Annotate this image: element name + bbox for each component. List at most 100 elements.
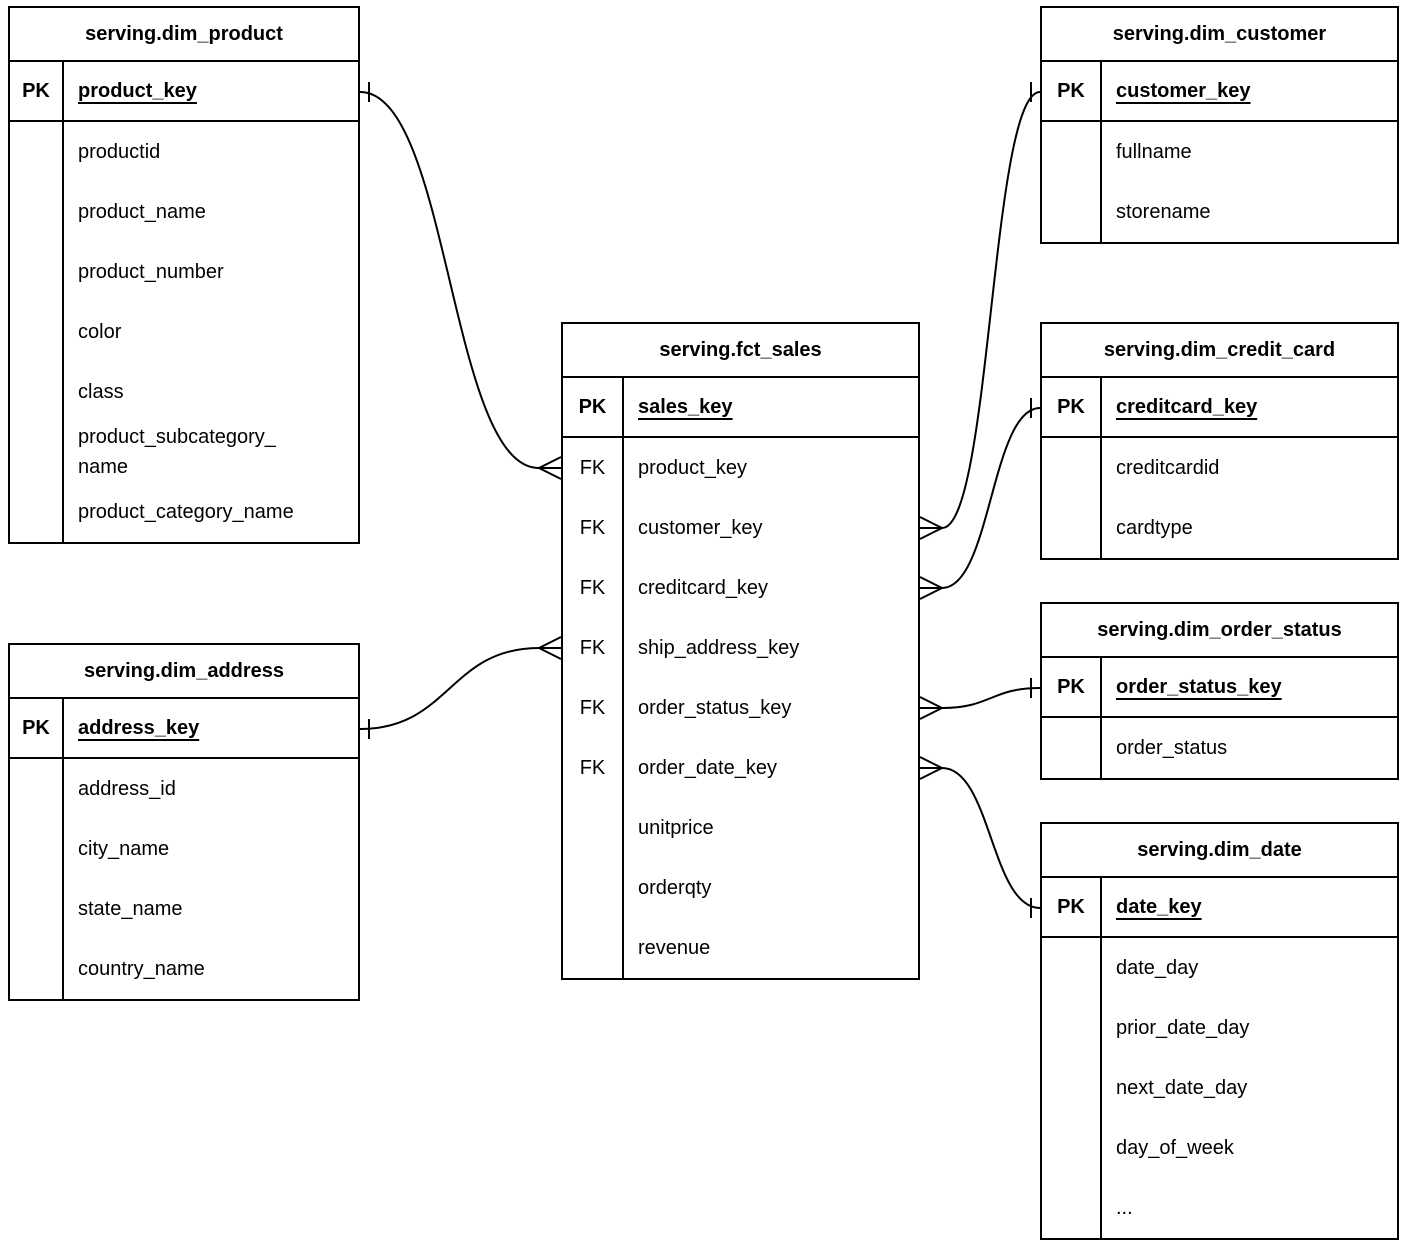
field-name: unitprice	[638, 817, 714, 839]
field-row: product_subcategory_ name	[10, 422, 358, 482]
field-name: order_status	[1116, 737, 1228, 759]
key-cell-empty	[1042, 438, 1102, 498]
field-name: city_name	[78, 838, 170, 860]
many-cardinality-marker-order_date_key	[919, 756, 943, 780]
primary-key-row: PK address_key	[10, 699, 358, 759]
pk-field-name: customer_key	[1116, 80, 1251, 102]
field-name: date_day	[1116, 957, 1199, 979]
field-row: city_name	[10, 819, 358, 879]
many-cardinality-marker-order_status_key	[919, 696, 943, 720]
field-row: class	[10, 362, 358, 422]
pk-field-name: order_status_key	[1116, 676, 1282, 698]
many-cardinality-marker-customer_key	[919, 516, 943, 540]
fk-label: FK	[563, 618, 624, 678]
fk-label: FK	[563, 498, 624, 558]
field-name: ...	[1116, 1197, 1133, 1219]
key-cell-empty	[1042, 938, 1102, 998]
pk-label: PK	[1042, 658, 1102, 716]
field-row: prior_date_day	[1042, 998, 1397, 1058]
connector-order_status_key-to-dim_order_status	[941, 687, 1041, 709]
key-cell-empty	[10, 422, 64, 482]
key-cell-empty	[1042, 498, 1102, 558]
table-title: serving.fct_sales	[563, 324, 918, 378]
connector-creditcard_key-to-dim_credit_card	[941, 407, 1041, 589]
fk-label: FK	[563, 678, 624, 738]
field-row: productid	[10, 122, 358, 182]
key-cell-empty	[10, 362, 64, 422]
field-name: storename	[1116, 201, 1211, 223]
field-row: order_status	[1042, 718, 1397, 778]
field-name: orderqty	[638, 877, 712, 899]
connector-product_key-to-dim_product	[359, 91, 540, 469]
field-row: creditcardid	[1042, 438, 1397, 498]
key-cell-empty	[563, 918, 624, 978]
key-cell-empty	[10, 242, 64, 302]
table-title: serving.dim_order_status	[1042, 604, 1397, 658]
field-row: ...	[1042, 1178, 1397, 1238]
field-row: unitprice	[563, 798, 918, 858]
pk-label: PK	[10, 62, 64, 120]
field-name: day_of_week	[1116, 1137, 1234, 1159]
connector-ship_address_key-to-dim_address	[359, 647, 540, 730]
field-row: date_day	[1042, 938, 1397, 998]
field-row: product_number	[10, 242, 358, 302]
key-cell-empty	[10, 939, 64, 999]
field-name: address_id	[78, 778, 176, 800]
pk-field-name: product_key	[78, 80, 197, 102]
field-row: day_of_week	[1042, 1118, 1397, 1178]
primary-key-row: PK product_key	[10, 62, 358, 122]
field-row: color	[10, 302, 358, 362]
pk-field-name: address_key	[78, 717, 200, 739]
field-name: product_category_name	[78, 501, 294, 523]
key-cell-empty	[10, 482, 64, 542]
field-name: product_name	[78, 201, 206, 223]
field-name: cardtype	[1116, 517, 1193, 539]
key-cell-empty	[1042, 1178, 1102, 1238]
table-title: serving.dim_product	[10, 8, 358, 62]
field-name: creditcardid	[1116, 457, 1220, 479]
field-row: revenue	[563, 918, 918, 978]
pk-field-name: creditcard_key	[1116, 396, 1258, 418]
field-row: fullname	[1042, 122, 1397, 182]
field-name: product_key	[638, 457, 747, 479]
field-row: next_date_day	[1042, 1058, 1397, 1118]
key-cell-empty	[1042, 122, 1102, 182]
many-cardinality-marker-ship_address_key	[538, 636, 562, 660]
field-name: product_subcategory_ name	[78, 426, 276, 478]
table-title: serving.dim_credit_card	[1042, 324, 1397, 378]
field-name: fullname	[1116, 141, 1192, 163]
connector-order_date_key-to-dim_date	[941, 767, 1041, 909]
field-row: product_name	[10, 182, 358, 242]
fk-label: FK	[563, 738, 624, 798]
key-cell-empty	[1042, 1118, 1102, 1178]
pk-label: PK	[10, 699, 64, 757]
field-row: country_name	[10, 939, 358, 999]
key-cell-empty	[10, 182, 64, 242]
field-name: ship_address_key	[638, 637, 800, 659]
primary-key-row: PK creditcard_key	[1042, 378, 1397, 438]
field-row: cardtype	[1042, 498, 1397, 558]
pk-field-name: date_key	[1116, 896, 1202, 918]
pk-label: PK	[1042, 62, 1102, 120]
field-row: FK ship_address_key	[563, 618, 918, 678]
primary-key-row: PK customer_key	[1042, 62, 1397, 122]
key-cell-empty	[563, 858, 624, 918]
pk-label: PK	[1042, 378, 1102, 436]
connector-customer_key-to-dim_customer	[941, 91, 1041, 529]
many-cardinality-marker-creditcard_key	[919, 576, 943, 600]
table-title: serving.dim_date	[1042, 824, 1397, 878]
